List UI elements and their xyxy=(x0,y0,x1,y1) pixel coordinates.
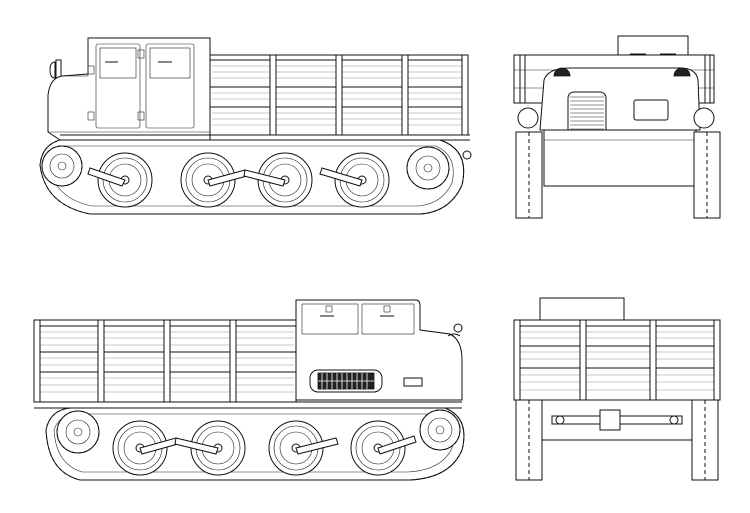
cab-roof xyxy=(539,297,625,321)
exhaust-box xyxy=(403,377,423,387)
track-left xyxy=(515,399,543,481)
left-side-view xyxy=(39,37,472,215)
front-hull xyxy=(539,67,701,131)
side-lamp-left xyxy=(517,107,539,129)
engine-louver xyxy=(309,369,383,393)
track-right xyxy=(693,131,721,219)
cab xyxy=(34,299,463,409)
cargo-bed xyxy=(33,319,297,403)
track-right xyxy=(691,399,719,481)
idler-wheel xyxy=(56,410,100,454)
suspension-arms xyxy=(139,435,417,455)
suspension-arms xyxy=(87,167,363,187)
road-wheels xyxy=(112,420,417,476)
drive-sprocket xyxy=(419,409,461,451)
lower-hull xyxy=(543,129,697,187)
cab xyxy=(47,37,211,141)
radiator-grille xyxy=(567,91,607,139)
front-view xyxy=(513,35,721,219)
tailgate xyxy=(513,319,721,401)
drive-sprocket xyxy=(41,145,83,187)
right-side-view xyxy=(33,299,465,481)
road-wheels xyxy=(87,152,390,208)
side-lamp-right xyxy=(693,107,715,129)
tow-bar xyxy=(551,409,683,431)
idler-wheel xyxy=(406,146,450,190)
headlamp-right xyxy=(673,67,691,77)
headlamp-left xyxy=(553,67,571,77)
front-lamp xyxy=(447,333,461,337)
cargo-bed xyxy=(60,54,470,141)
inspection-hatch xyxy=(633,99,669,121)
track-left xyxy=(515,131,543,219)
tow-hook xyxy=(462,150,472,160)
tow-hook xyxy=(453,323,463,333)
rear-view xyxy=(513,297,721,481)
